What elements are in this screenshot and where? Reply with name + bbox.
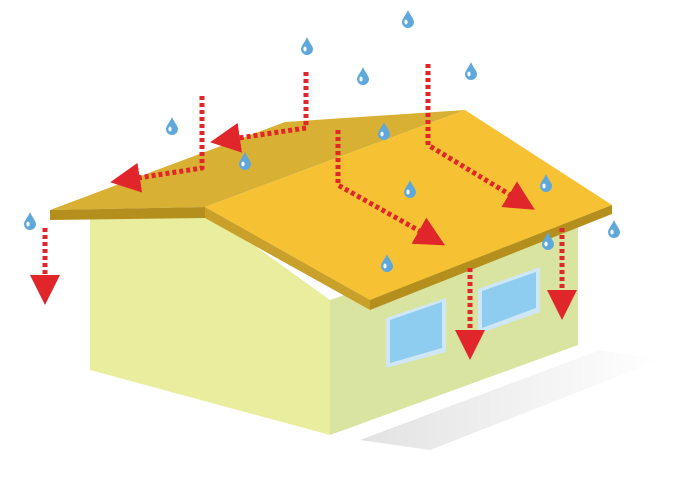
rain-drop-icon xyxy=(239,152,251,170)
roof-left-edge xyxy=(50,207,205,220)
rain-drop-icon xyxy=(378,122,390,140)
runoff-arrow xyxy=(425,64,535,210)
window-right xyxy=(478,267,540,334)
rain-drops xyxy=(24,10,620,272)
roof-front-edge xyxy=(370,205,612,310)
window-left xyxy=(386,298,446,368)
rain-drop-icon xyxy=(166,117,178,135)
roof-main-slope xyxy=(205,110,612,300)
rain-drop-icon xyxy=(465,62,477,80)
rain-drop-icon xyxy=(381,254,393,272)
runoff-arrow xyxy=(210,72,309,153)
roof-left-slope xyxy=(50,110,465,210)
house-side-wall xyxy=(330,215,578,435)
rain-drop-icon xyxy=(404,180,416,198)
runoff-arrow xyxy=(335,130,446,246)
rain-drop-icon xyxy=(542,232,554,250)
rain-drop-icon xyxy=(540,174,552,192)
runoff-arrows xyxy=(30,64,577,360)
roof-eave-edge xyxy=(205,207,370,310)
rain-drop-icon xyxy=(357,67,369,85)
ground-shadow xyxy=(360,350,660,450)
house-front-wall xyxy=(90,210,330,435)
rain-drop-icon xyxy=(608,220,620,238)
rain-drop-icon xyxy=(24,212,36,230)
runoff-arrow xyxy=(110,96,205,193)
rain-drop-icon xyxy=(402,10,414,28)
rain-drop-icon xyxy=(301,37,313,55)
